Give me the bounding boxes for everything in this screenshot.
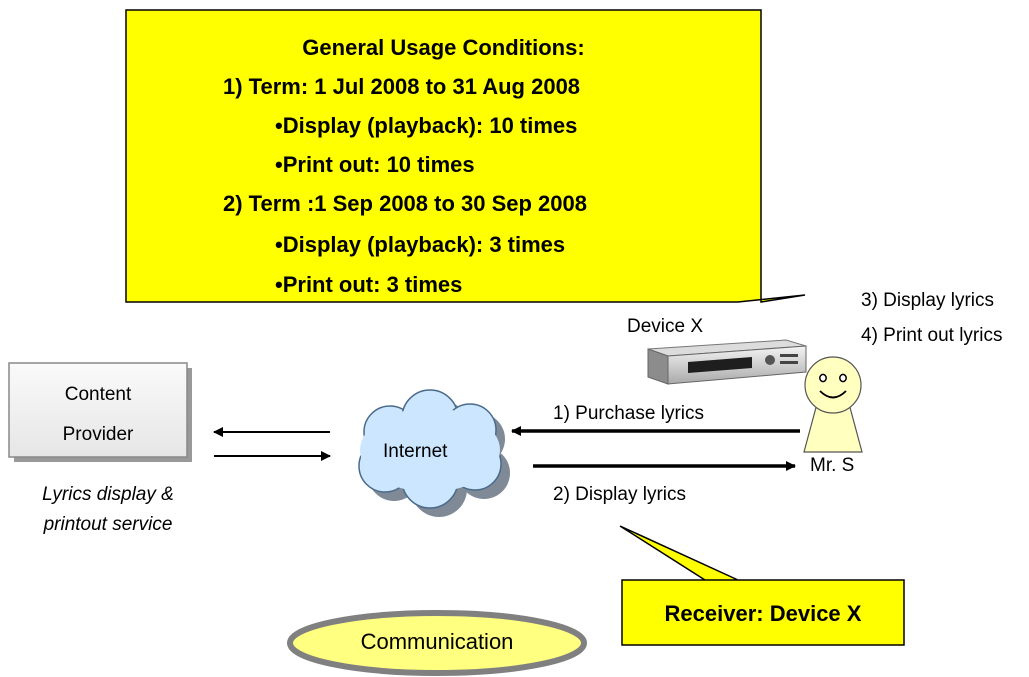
receiver-label: Receiver: Device X bbox=[664, 601, 862, 626]
provider-service-line2: printout service bbox=[43, 514, 173, 535]
content-provider-box bbox=[8, 362, 188, 458]
term2-display-label: •Display (playback): 3 times bbox=[275, 232, 566, 257]
internet-label: Internet bbox=[383, 441, 448, 462]
user-figure-icon bbox=[803, 356, 863, 453]
term2-label: 2) Term :1 Sep 2008 to 30 Sep 2008 bbox=[223, 191, 587, 216]
user-label: Mr. S bbox=[810, 455, 855, 476]
display-lyrics-label: 2) Display lyrics bbox=[553, 484, 687, 505]
communication-ellipse bbox=[287, 610, 587, 676]
receiver-callout bbox=[619, 525, 905, 646]
internet-cloud-icon bbox=[358, 389, 510, 517]
term1-print-label: •Print out: 10 times bbox=[275, 152, 475, 177]
term1-label: 1) Term: 1 Jul 2008 to 31 Aug 2008 bbox=[223, 74, 581, 99]
provider-line2: Provider bbox=[62, 424, 134, 445]
device-x-icon bbox=[647, 339, 807, 385]
communication-label: Communication bbox=[360, 629, 514, 654]
conditions-title: General Usage Conditions: bbox=[302, 35, 585, 60]
purchase-lyrics-label: 1) Purchase lyrics bbox=[553, 403, 704, 424]
device-x-label: Device X bbox=[627, 316, 704, 337]
term2-print-label: •Print out: 3 times bbox=[275, 272, 463, 297]
user-print-lyrics-label: 4) Print out lyrics bbox=[861, 325, 1003, 346]
term1-display-label: •Display (playback): 10 times bbox=[275, 113, 578, 138]
conditions-callout bbox=[125, 9, 806, 303]
user-display-lyrics-label: 3) Display lyrics bbox=[861, 290, 995, 311]
provider-service-line1: Lyrics display & bbox=[42, 484, 174, 505]
provider-line1: Content bbox=[64, 384, 132, 405]
